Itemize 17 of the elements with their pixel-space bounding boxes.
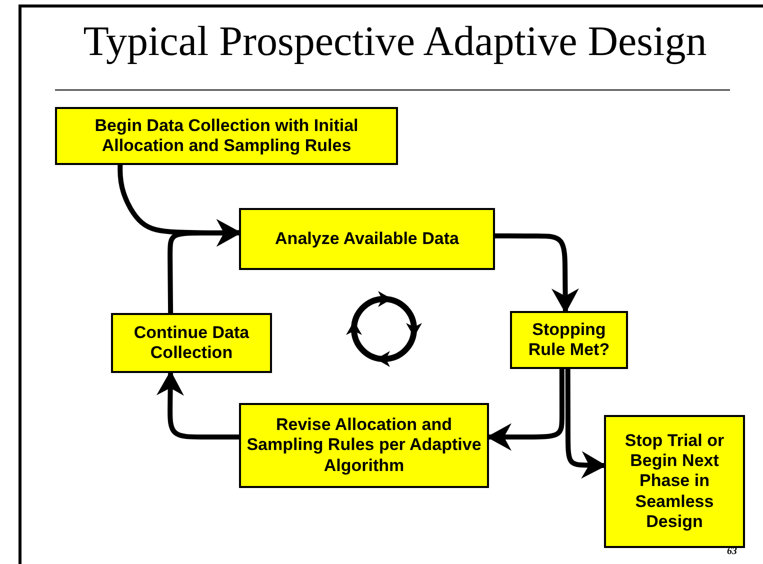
box-text: Continue Data Collection (132, 322, 250, 364)
arrow (495, 233, 579, 314)
box-text: Begin Data Collection with Initial Allocation and Sampling Rules (94, 116, 360, 156)
arrow (156, 370, 239, 440)
process-box (510, 311, 628, 369)
arrow (565, 369, 606, 479)
box-text: Analyze Available Data (275, 228, 459, 250)
arrow (168, 219, 242, 314)
box-text: Stop Trial or Begin Next Phase in Seamless Design (624, 430, 726, 532)
slide-title: Typical Prospective Adaptive Design (82, 18, 708, 66)
process-box (111, 313, 272, 373)
process-box (239, 403, 489, 488)
process-box (55, 107, 398, 165)
box-text: Stopping Rule Met? (527, 320, 611, 360)
box-text: Revise Allocation and Sampling Rules per Adaptive Algorithm (246, 414, 482, 476)
process-box (604, 415, 745, 548)
process-box (239, 208, 495, 270)
